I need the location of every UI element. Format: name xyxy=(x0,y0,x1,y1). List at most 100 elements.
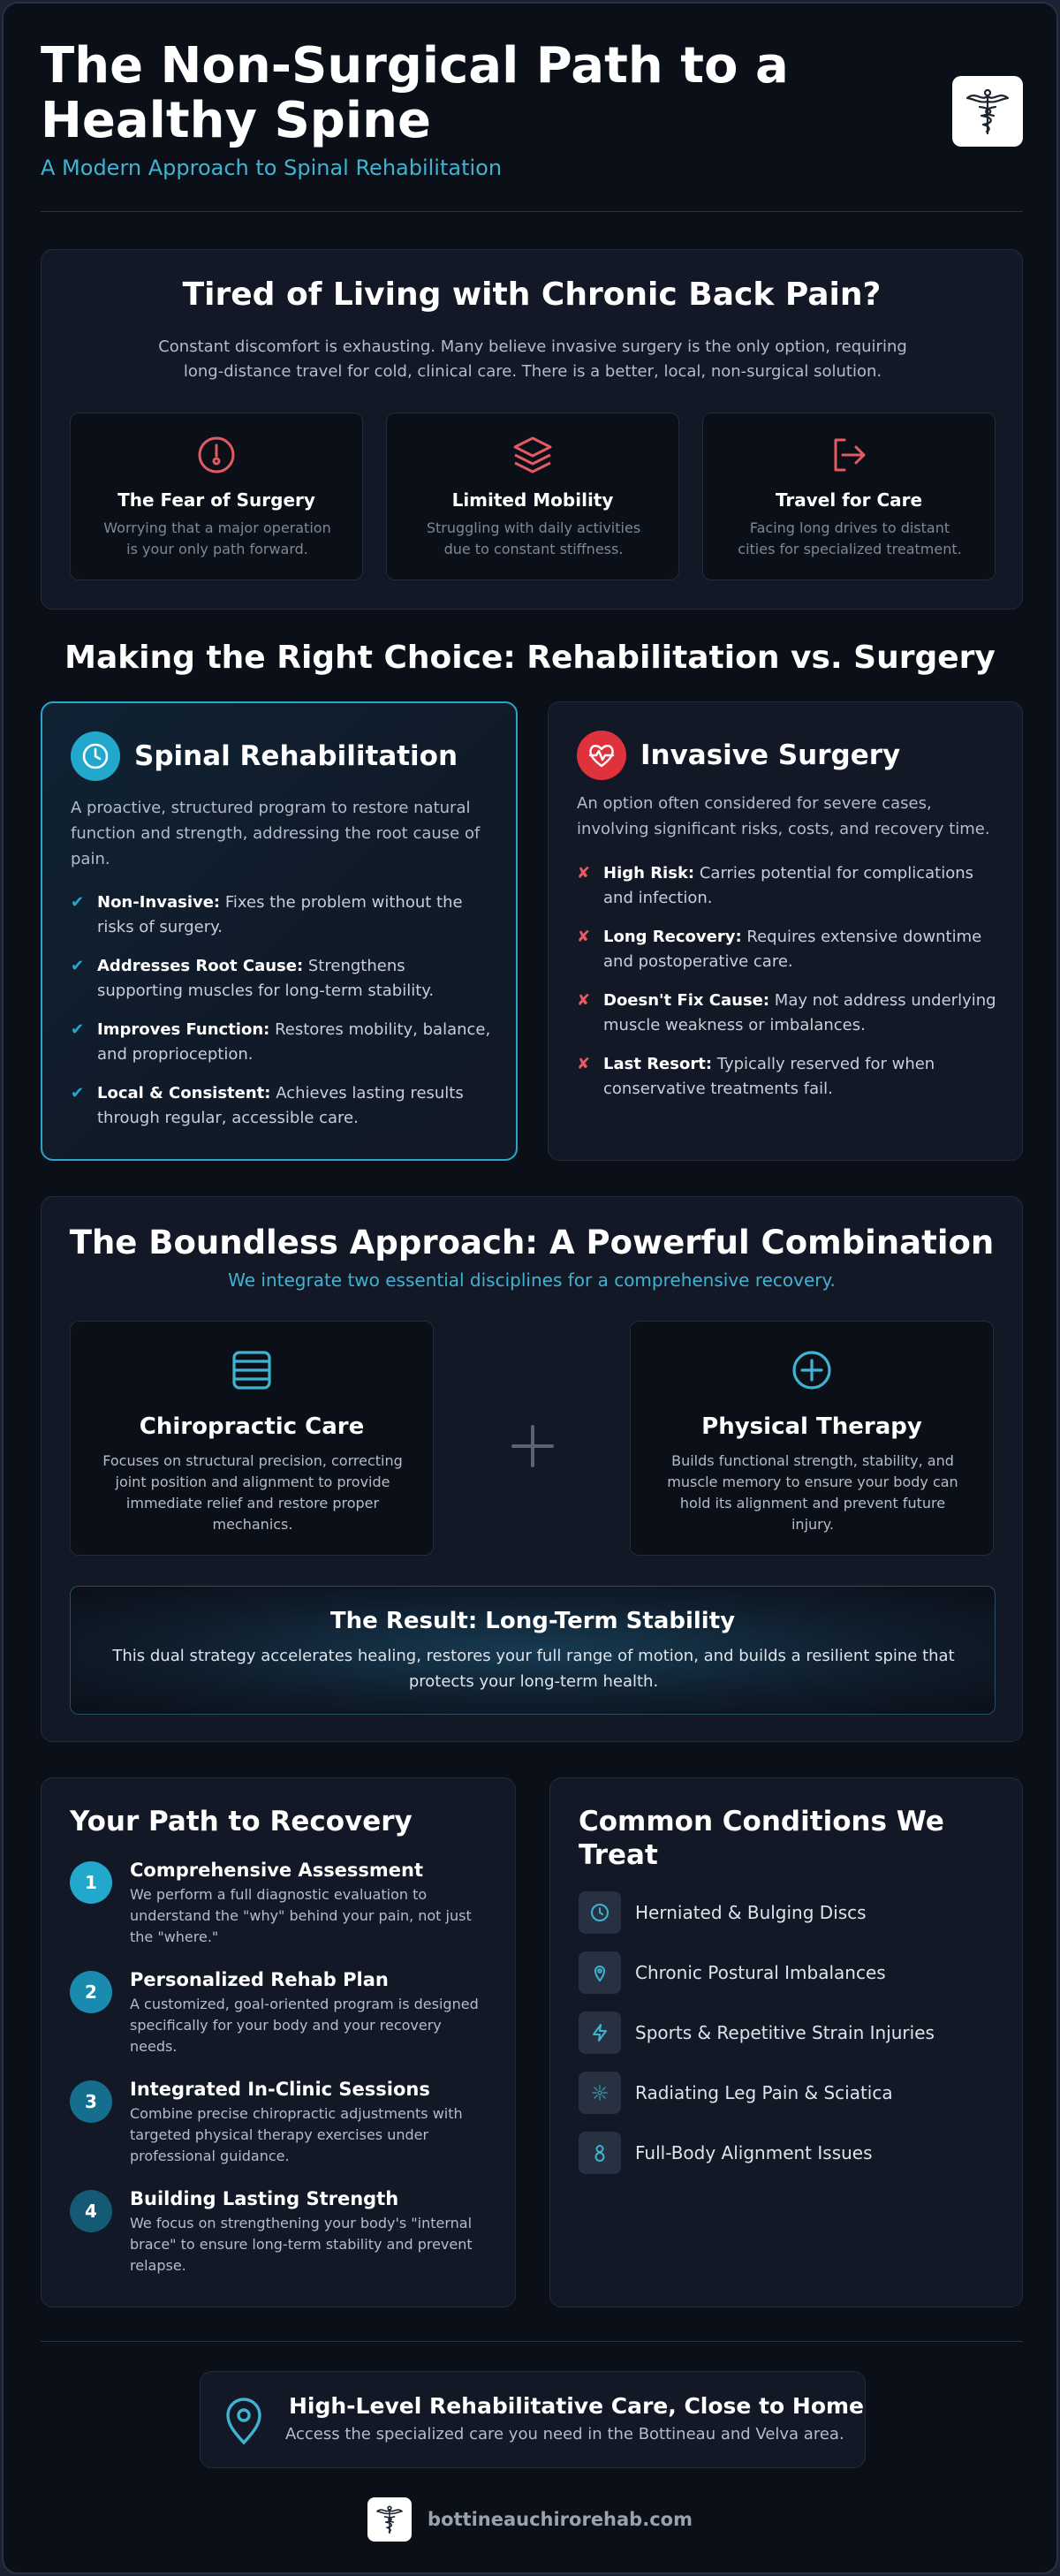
figure-eight-icon xyxy=(579,2132,621,2174)
step-number: 4 xyxy=(70,2190,112,2232)
discipline-desc: Focuses on structural precision, correct… xyxy=(102,1452,403,1533)
rehab-title: Spinal Rehabilitation xyxy=(134,740,458,772)
pain-card-title: Travel for Care xyxy=(775,489,923,511)
header: The Non-Surgical Path to a Healthy Spine… xyxy=(41,39,1023,212)
pain-card-desc: Worrying that a major operation is your … xyxy=(103,519,331,557)
step-desc: A customized, goal-oriented program is d… xyxy=(130,1996,479,2055)
pain-card-desc: Facing long drives to distant cities for… xyxy=(738,519,962,557)
step-desc: Combine precise chiropractic adjustments… xyxy=(130,2105,463,2164)
x-icon: ✘ xyxy=(577,1055,591,1073)
section-title: The Boundless Approach: A Powerful Combi… xyxy=(69,1224,995,1261)
surgery-card: Invasive Surgery An option often conside… xyxy=(548,701,1023,1161)
condition-item: Herniated & Bulging Discs xyxy=(579,1891,994,1934)
list-box-icon xyxy=(71,1348,433,1392)
banner-desc: Access the specialized care you need in … xyxy=(285,2425,844,2443)
condition-label: Radiating Leg Pain & Sciatica xyxy=(635,2082,893,2103)
section-intro: Constant discomfort is exhausting. Many … xyxy=(158,337,907,381)
list-item: ✘Long Recovery: Requires extensive downt… xyxy=(577,925,997,974)
x-icon: ✘ xyxy=(577,864,591,883)
recovery-step: 2 Personalized Rehab Plan A customized, … xyxy=(70,1969,494,2066)
rehab-benefits-list: ✔Non-Invasive: Fixes the problem without… xyxy=(71,890,491,1145)
clock-icon xyxy=(579,1891,621,1934)
pain-card-mobility: Limited Mobility Struggling with daily a… xyxy=(386,413,679,580)
section-title: Tired of Living with Chronic Back Pain? xyxy=(182,277,882,313)
section-subtitle: We integrate two essential disciplines f… xyxy=(228,1269,836,1291)
condition-item: Radiating Leg Pain & Sciatica xyxy=(579,2072,994,2114)
step-desc: We perform a full diagnostic evaluation … xyxy=(130,1886,472,1945)
pain-card-travel: Travel for Care Facing long drives to di… xyxy=(702,413,996,580)
chiropractic-card: Chiropractic Care Focuses on structural … xyxy=(70,1321,434,1556)
condition-label: Sports & Repetitive Strain Injuries xyxy=(635,2022,935,2043)
recovery-step: 3 Integrated In-Clinic Sessions Combine … xyxy=(70,2079,494,2176)
discipline-title: Chiropractic Care xyxy=(139,1413,365,1440)
step-number: 2 xyxy=(70,1971,112,2013)
pain-card-title: The Fear of Surgery xyxy=(117,489,315,511)
check-icon: ✔ xyxy=(71,1084,85,1102)
layers-icon xyxy=(387,435,678,477)
recovery-path-section: Your Path to Recovery 1 Comprehensive As… xyxy=(41,1777,516,2307)
map-pin-icon xyxy=(579,1951,621,1994)
list-item: ✔Improves Function: Restores mobility, b… xyxy=(71,1018,491,1067)
conditions-section: Common Conditions We Treat Herniated & B… xyxy=(549,1777,1023,2307)
pain-card-title: Limited Mobility xyxy=(451,489,614,511)
nerve-icon xyxy=(579,2072,621,2114)
list-item: ✘High Risk: Carries potential for compli… xyxy=(577,861,997,911)
result-desc: This dual strategy accelerates healing, … xyxy=(112,1647,955,1691)
surgery-desc: An option often considered for severe ca… xyxy=(577,794,990,838)
plus-icon xyxy=(494,1407,572,1485)
clock-icon xyxy=(71,731,120,781)
condition-label: Chronic Postural Imbalances xyxy=(635,1962,886,1983)
plus-circle-icon xyxy=(631,1348,993,1392)
list-item: ✔Addresses Root Cause: Strengthens suppo… xyxy=(71,954,491,1004)
condition-item: Sports & Repetitive Strain Injuries xyxy=(579,2012,994,2054)
step-number: 1 xyxy=(70,1861,112,1904)
recovery-step: 1 Comprehensive Assessment We perform a … xyxy=(70,1860,494,1957)
banner-title: High-Level Rehabilitative Care, Close to… xyxy=(289,2393,865,2419)
lightning-icon xyxy=(579,2012,621,2054)
location-pin-icon xyxy=(222,2397,266,2450)
approach-section: The Boundless Approach: A Powerful Combi… xyxy=(41,1196,1023,1742)
step-desc: We focus on strengthening your body's "i… xyxy=(130,2215,473,2274)
log-out-icon xyxy=(703,435,995,477)
caduceus-logo-icon xyxy=(367,2497,413,2542)
heart-pulse-icon xyxy=(577,731,626,780)
result-title: The Result: Long-Term Stability xyxy=(329,1608,736,1634)
chronic-pain-section: Tired of Living with Chronic Back Pain? … xyxy=(41,249,1023,610)
local-care-banner: High-Level Rehabilitative Care, Close to… xyxy=(200,2371,866,2468)
list-item: ✘Doesn't Fix Cause: May not address unde… xyxy=(577,989,997,1038)
check-icon: ✔ xyxy=(71,893,85,912)
step-title: Integrated In-Clinic Sessions xyxy=(130,2079,430,2100)
discipline-desc: Builds functional strength, stability, a… xyxy=(667,1452,958,1533)
step-number: 3 xyxy=(70,2080,112,2123)
discipline-title: Physical Therapy xyxy=(701,1413,922,1440)
condition-label: Herniated & Bulging Discs xyxy=(635,1902,867,1923)
list-item: ✔Non-Invasive: Fixes the problem without… xyxy=(71,890,491,940)
pain-card-desc: Struggling with daily activities due to … xyxy=(426,519,641,557)
rehab-desc: A proactive, structured program to resto… xyxy=(71,799,481,868)
alert-circle-icon xyxy=(71,435,362,477)
surgery-risks-list: ✘High Risk: Carries potential for compli… xyxy=(577,861,997,1116)
recovery-step: 4 Building Lasting Strength We focus on … xyxy=(70,2188,494,2285)
footer: bottineauchirorehab.com xyxy=(4,2496,1056,2542)
section-title: Common Conditions We Treat xyxy=(579,1806,944,1871)
section-title: Your Path to Recovery xyxy=(70,1806,413,1837)
caduceus-logo-icon xyxy=(952,76,1023,147)
check-icon: ✔ xyxy=(71,1020,85,1039)
check-icon: ✔ xyxy=(71,957,85,975)
result-banner: The Result: Long-Term Stability This dua… xyxy=(70,1586,996,1715)
rehab-card: Spinal Rehabilitation A proactive, struc… xyxy=(41,701,518,1161)
comparison-title: Making the Right Choice: Rehabilitation … xyxy=(64,640,996,676)
condition-item: Chronic Postural Imbalances xyxy=(579,1951,994,1994)
list-item: ✔Local & Consistent: Achieves lasting re… xyxy=(71,1081,491,1131)
x-icon: ✘ xyxy=(577,991,591,1010)
surgery-title: Invasive Surgery xyxy=(640,739,901,771)
condition-label: Full-Body Alignment Issues xyxy=(635,2142,873,2163)
step-title: Personalized Rehab Plan xyxy=(130,1969,389,1990)
step-title: Building Lasting Strength xyxy=(130,2188,399,2209)
condition-item: Full-Body Alignment Issues xyxy=(579,2132,994,2174)
website-link[interactable]: bottineauchirorehab.com xyxy=(428,2509,693,2530)
step-title: Comprehensive Assessment xyxy=(130,1860,424,1881)
page-title: The Non-Surgical Path to a Healthy Spine xyxy=(41,37,789,149)
pain-card-surgery-fear: The Fear of Surgery Worrying that a majo… xyxy=(70,413,363,580)
